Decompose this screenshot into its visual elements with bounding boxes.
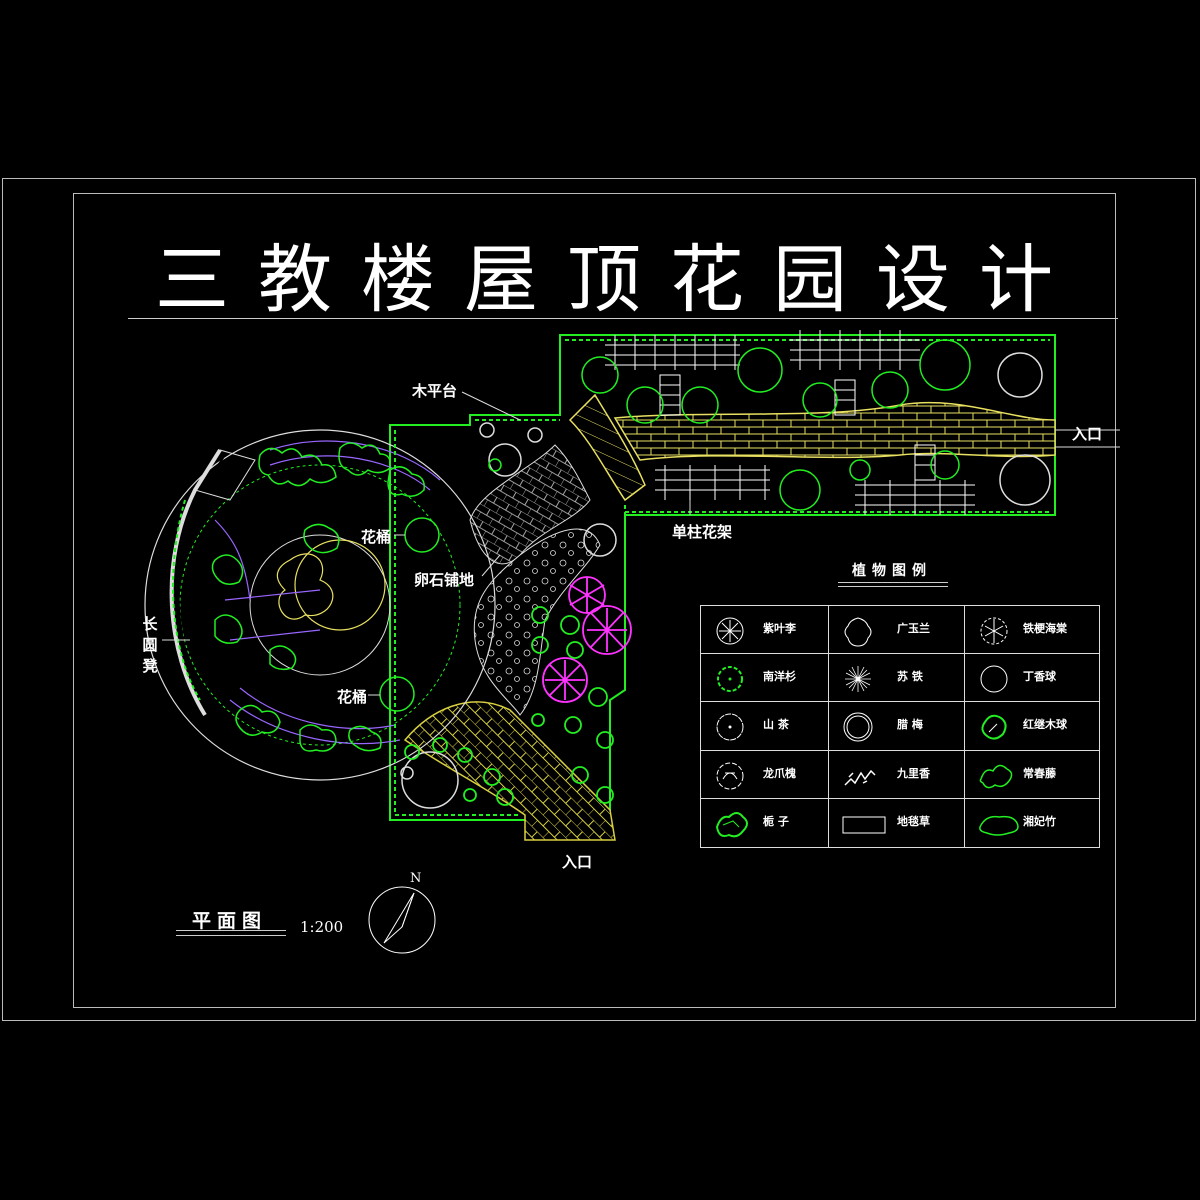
legend-cell: 紫叶李 (701, 606, 829, 655)
plant-legend: 紫叶李 广玉兰 铁梗海棠 南洋杉 苏 铁 丁香球 山 茶 腊 梅 (700, 605, 1100, 848)
bench-notch (194, 449, 256, 501)
ring-trellis (214, 440, 441, 745)
rockery (276, 553, 334, 620)
legend-title-underline (838, 582, 948, 587)
plan-caption-underline (176, 930, 286, 936)
legend-label: 栀 子 (763, 814, 789, 828)
wood-platform (568, 393, 646, 502)
circle-garden-inner (249, 534, 391, 676)
label-flower-bucket-1: 花桶 (361, 528, 392, 546)
south-shrubs (404, 606, 614, 806)
araucaria-icon (717, 666, 743, 693)
legend-label: 铁梗海棠 (1023, 622, 1067, 635)
carpet-grass-icon (842, 816, 886, 834)
label-single-column-trellis: 单柱花架 (672, 523, 733, 541)
north-trellis (605, 330, 975, 515)
cycad-icon (845, 666, 871, 693)
legend-cell: 龙爪槐 (701, 750, 829, 799)
north-trees (400, 339, 1051, 809)
inner-frame (73, 193, 1116, 1008)
label-long-bench: 长圆凳 (142, 615, 158, 675)
herringbone-paving (403, 701, 616, 841)
ivy-icon (979, 764, 1013, 788)
legend-cell: 栀 子 (701, 798, 829, 847)
circle-garden-core (294, 539, 386, 631)
leader-lines (162, 391, 1120, 696)
ring-shrubs (211, 442, 425, 752)
north-arrow (368, 886, 436, 954)
flowering-quince-icon (980, 617, 1008, 645)
legend-label: 九里香 (897, 766, 930, 780)
legend-label: 苏 铁 (897, 670, 923, 684)
legend-cell: 红继木球 (965, 702, 1099, 751)
legend-label: 地毯草 (897, 814, 930, 828)
plan-caption: 平面图 (192, 910, 268, 932)
legend-label: 红继木球 (1023, 718, 1067, 732)
magenta-plants (542, 576, 632, 703)
legend-cell: 铁梗海棠 (965, 606, 1099, 655)
legend-label: 龙爪槐 (763, 766, 796, 780)
legend-label: 紫叶李 (763, 622, 796, 635)
camellia-icon (716, 713, 744, 741)
scale-label: 1:200 (300, 918, 344, 936)
purple-leaf-plum-icon (716, 617, 744, 645)
brick-walkway (613, 401, 1056, 461)
legend-cell: 九里香 (829, 750, 965, 799)
legend-cell: 广玉兰 (829, 606, 965, 655)
legend-cell: 山 茶 (701, 702, 829, 751)
drawing-title: 三教楼屋顶花园设计 (155, 237, 1082, 323)
label-flower-bucket-2: 花桶 (337, 688, 368, 706)
flower-bucket-2 (379, 676, 415, 712)
label-entrance-south: 入口 (562, 853, 593, 871)
legend-label: 湘妃竹 (1023, 814, 1056, 828)
legend-label: 山 茶 (763, 718, 789, 732)
legend-cell: 湘妃竹 (965, 799, 1099, 847)
spotted-bamboo-icon (979, 815, 1019, 836)
legend-cell: 地毯草 (829, 798, 965, 847)
label-wood-platform: 木平台 (412, 382, 458, 400)
legend-label: 南洋杉 (763, 670, 796, 684)
boundary-hedge (172, 339, 1050, 816)
label-pebble-paving: 卵石铺地 (414, 571, 475, 589)
legend-title: 植物图例 (852, 563, 932, 579)
legend-label: 常春藤 (1023, 766, 1056, 780)
legend-cell: 腊 梅 (829, 702, 965, 751)
curved-bench (169, 448, 222, 717)
outer-frame (2, 178, 1196, 1021)
legend-cell: 常春藤 (965, 751, 1099, 799)
southern-magnolia-icon (844, 617, 872, 647)
legend-label: 腊 梅 (897, 718, 923, 732)
title-underline (128, 318, 1118, 319)
gardenia-icon (715, 811, 748, 838)
lilac-ball-icon (980, 665, 1008, 693)
legend-label: 广玉兰 (897, 622, 930, 635)
legend-label: 丁香球 (1023, 670, 1056, 684)
legend-cell: 南洋杉 (701, 654, 829, 703)
flower-bucket-1 (404, 517, 440, 553)
label-entrance-east: 入口 (1072, 425, 1103, 443)
loropetalum-ball-icon (981, 715, 1007, 740)
circle-garden-mid (179, 464, 461, 746)
legend-cell: 丁香球 (965, 654, 1099, 703)
circle-garden-outer (144, 429, 496, 781)
legend-cell: 苏 铁 (829, 654, 965, 703)
pagoda-tree-icon (716, 762, 744, 790)
murraya-icon (844, 769, 876, 786)
wintersweet-icon (843, 712, 873, 742)
compass-n-label: N (410, 871, 422, 886)
curved-bench-inner (177, 454, 226, 713)
